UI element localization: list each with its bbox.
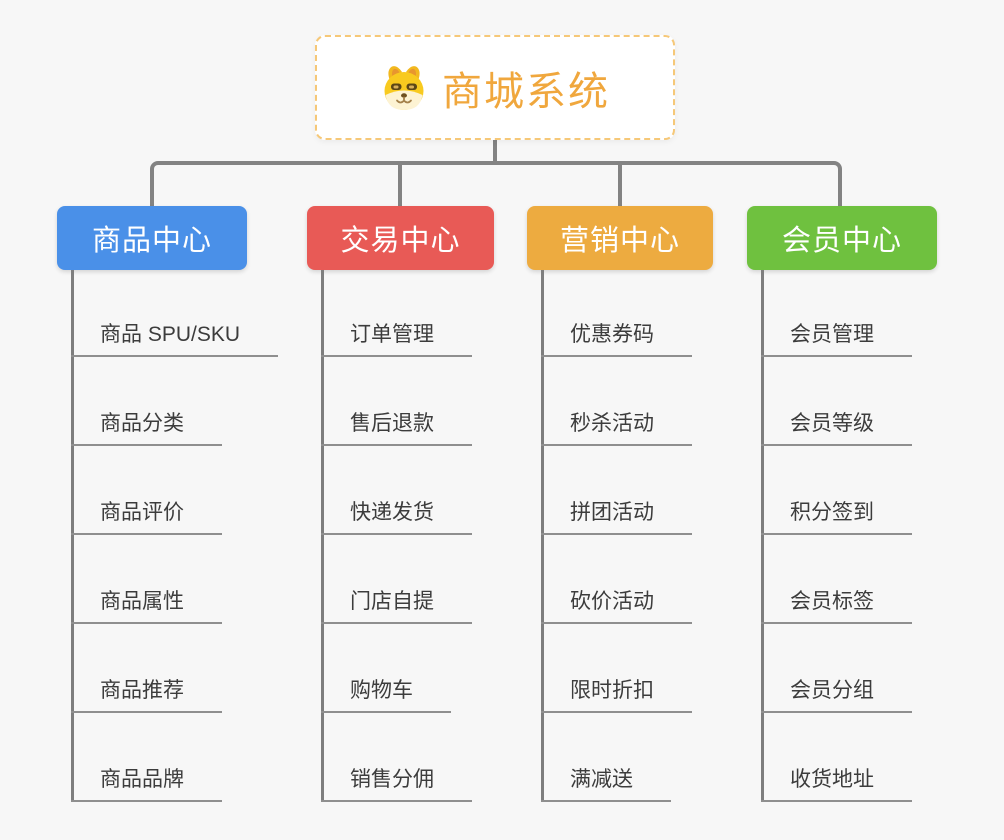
branch-item[interactable]: 会员标签	[761, 589, 912, 624]
branch-item[interactable]: 商品品牌	[71, 767, 222, 802]
column-connector-line	[321, 270, 324, 801]
branch-node-trade-center[interactable]: 交易中心	[307, 206, 494, 270]
root-connector-line	[493, 138, 497, 165]
branch-item[interactable]: 会员等级	[761, 411, 912, 446]
branch-item[interactable]: 积分签到	[761, 500, 912, 535]
branch-label: 营销中心	[559, 225, 680, 257]
branch-item[interactable]: 商品评价	[71, 500, 222, 535]
branch-label: 商品中心	[91, 225, 212, 257]
branch-item[interactable]: 优惠券码	[541, 322, 692, 357]
branch-item[interactable]: 订单管理	[321, 322, 472, 357]
branch-item[interactable]: 秒杀活动	[541, 411, 692, 446]
dog-face-icon	[384, 65, 424, 110]
branch-connector-rail	[150, 161, 842, 207]
branch-item[interactable]: 商品推荐	[71, 678, 222, 713]
branch-item[interactable]: 收货地址	[761, 767, 912, 802]
branch-item[interactable]: 拼团活动	[541, 500, 692, 535]
branch-item[interactable]: 限时折扣	[541, 678, 692, 713]
branch-item[interactable]: 砍价活动	[541, 589, 692, 624]
branch-item[interactable]: 商品属性	[71, 589, 222, 624]
column-connector-line	[71, 270, 74, 801]
root-node[interactable]: 商城系统	[315, 35, 675, 140]
branch-node-marketing-center[interactable]: 营销中心	[527, 206, 713, 270]
branch-label: 交易中心	[340, 225, 461, 257]
branch-item[interactable]: 商品分类	[71, 411, 222, 446]
root-title: 商城系统	[442, 69, 610, 114]
branch-item[interactable]: 售后退款	[321, 411, 472, 446]
branch-item[interactable]: 购物车	[321, 678, 451, 713]
branch-item[interactable]: 满减送	[541, 767, 671, 802]
branch-connector-drop	[618, 161, 622, 207]
branch-item[interactable]: 会员管理	[761, 322, 912, 357]
branch-label: 会员中心	[781, 225, 902, 257]
branch-node-product-center[interactable]: 商品中心	[57, 206, 247, 270]
branch-connector-drop	[398, 161, 402, 207]
column-connector-line	[761, 270, 764, 801]
branch-item[interactable]: 会员分组	[761, 678, 912, 713]
branch-item[interactable]: 门店自提	[321, 589, 472, 624]
branch-item[interactable]: 快递发货	[321, 500, 472, 535]
branch-item[interactable]: 销售分佣	[321, 767, 472, 802]
branch-item[interactable]: 商品 SPU/SKU	[71, 322, 279, 357]
branch-node-member-center[interactable]: 会员中心	[747, 206, 937, 270]
column-connector-line	[541, 270, 544, 801]
